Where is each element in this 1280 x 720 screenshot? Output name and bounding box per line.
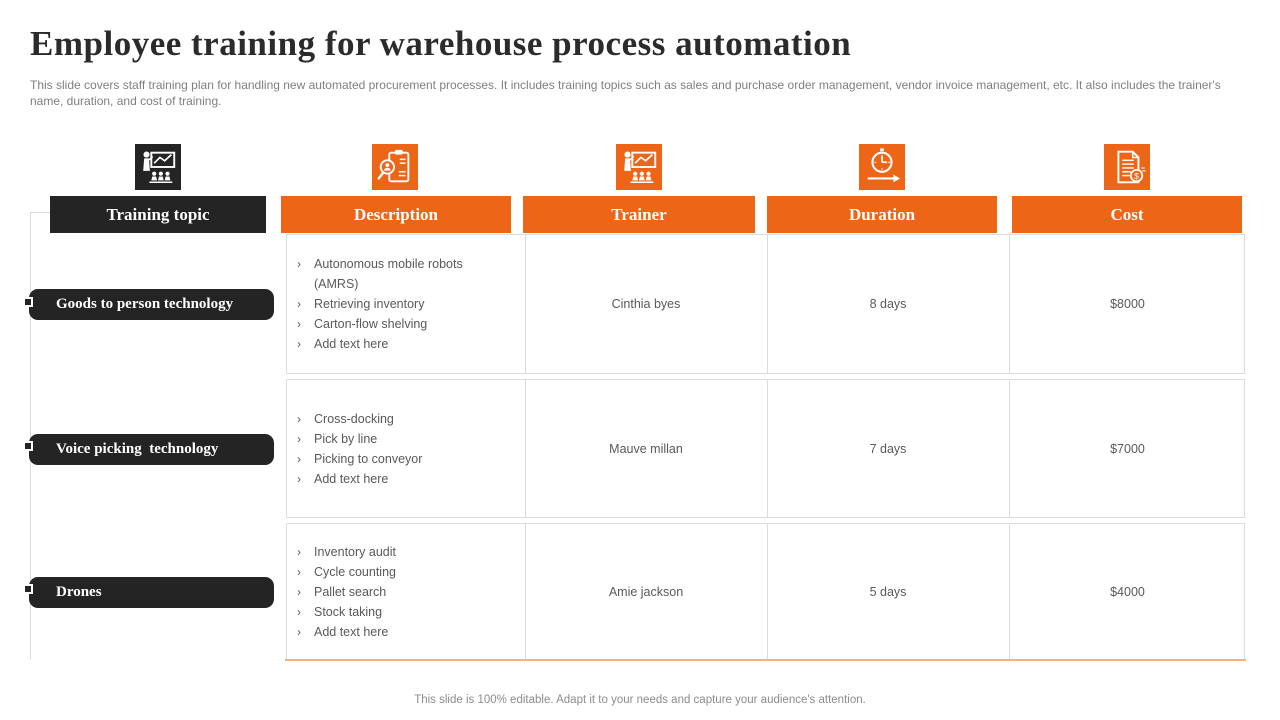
- description-bullet: › Cycle counting: [297, 562, 396, 582]
- trainer-cell: Mauve millan: [609, 441, 683, 456]
- topic-pill-label: Goods to person technology: [56, 296, 234, 312]
- slide-subtitle: This slide covers staff training plan fo…: [30, 78, 1221, 108]
- description-bullet: › Inventory audit: [297, 542, 396, 562]
- description-text: Add text here: [314, 624, 389, 639]
- column-divider: [767, 380, 768, 517]
- topic-pill-label: Drones: [56, 583, 102, 600]
- description-bullet: › Add text here: [297, 622, 388, 642]
- column-divider: [1009, 524, 1010, 659]
- presentation-training-icon: [135, 144, 181, 190]
- column-divider: [767, 235, 768, 373]
- column-header-training-topic: Training topic: [50, 196, 266, 233]
- chevron-bullet-icon: ›: [297, 297, 301, 311]
- column-header-cost: Cost: [1012, 196, 1242, 233]
- description-bullet: › Pick by line: [297, 429, 377, 449]
- svg-text:$: $: [1134, 171, 1139, 181]
- description-text: Cycle counting: [314, 564, 396, 579]
- column-header-label: Trainer: [611, 204, 667, 224]
- description-bullet: › Autonomous mobile robots (AMRS): [297, 254, 486, 294]
- description-bullet: › Add text here: [297, 469, 388, 489]
- square-bullet-icon: [23, 441, 33, 451]
- description-bullet: › Retrieving inventory: [297, 294, 424, 314]
- slide-footer-note: This slide is 100% editable. Adapt it to…: [414, 694, 866, 706]
- column-header-label: Duration: [848, 204, 916, 224]
- column-divider: [1009, 235, 1010, 373]
- clock-duration-icon: [859, 144, 905, 190]
- table-row-box: › Inventory audit › Cycle counting › Pallet s…: [286, 523, 1245, 660]
- chevron-bullet-icon: ›: [297, 471, 301, 486]
- description-bullet: › Add text here: [297, 334, 388, 354]
- chevron-bullet-icon: ›: [297, 257, 301, 271]
- column-divider: [525, 524, 526, 659]
- description-text: Autonomous mobile robots (AMRS): [314, 257, 463, 291]
- topic-connector-line: [30, 212, 50, 213]
- description-text: Inventory audit: [314, 544, 396, 559]
- chevron-bullet-icon: ›: [297, 451, 301, 466]
- description-text: Picking to conveyor: [314, 451, 423, 466]
- column-header-label: Cost: [1110, 204, 1144, 224]
- column-header-duration: Duration: [767, 196, 997, 233]
- chevron-bullet-icon: ›: [297, 337, 301, 351]
- square-bullet-icon: [23, 296, 33, 307]
- clipboard-search-icon: [372, 144, 418, 190]
- table-row-box: › Autonomous mobile robots (AMRS) › Retriev…: [286, 234, 1245, 374]
- column-divider: [525, 235, 526, 373]
- trainer-cell: Amie jackson: [608, 584, 684, 599]
- chevron-bullet-icon: ›: [297, 431, 301, 446]
- column-header-description: Description: [281, 196, 511, 233]
- cost-cell: $8000: [1110, 297, 1145, 311]
- chevron-bullet-icon: ›: [297, 411, 301, 426]
- description-text: Add text here: [314, 337, 389, 351]
- description-text: Pallet search: [314, 584, 387, 599]
- page-title: Employee training for warehouse process …: [30, 24, 852, 63]
- table-row: › Cross-docking › Pick by line › Picking to c…: [0, 379, 1280, 518]
- description-bullet: › Carton-flow shelving: [297, 314, 427, 334]
- chevron-bullet-icon: ›: [297, 624, 301, 639]
- description-bullet: › Stock taking: [297, 602, 382, 622]
- description-text: Retrieving inventory: [314, 297, 425, 311]
- column-divider: [767, 524, 768, 659]
- description-bullet: › Picking to conveyor: [297, 449, 422, 469]
- invoice-cost-icon: $: [1104, 144, 1150, 190]
- cost-cell: $4000: [1110, 584, 1145, 599]
- chevron-bullet-icon: ›: [297, 604, 301, 619]
- description-list: › Autonomous mobile robots (AMRS) › Retriev…: [287, 235, 525, 373]
- column-header-trainer: Trainer: [523, 196, 755, 233]
- column-divider: [525, 380, 526, 517]
- chevron-bullet-icon: ›: [297, 564, 301, 579]
- chevron-bullet-icon: ›: [297, 584, 301, 599]
- column-divider: [1009, 380, 1010, 517]
- column-header-label: Training topic: [106, 204, 210, 224]
- description-text: Cross-docking: [314, 411, 394, 426]
- duration-cell: 5 days: [869, 584, 907, 599]
- topic-pill-label: Voice picking technology: [56, 440, 219, 457]
- description-bullet: › Cross-docking: [297, 409, 394, 429]
- square-bullet-icon: [23, 584, 33, 594]
- description-text: Pick by line: [314, 431, 378, 446]
- description-text: Stock taking: [314, 604, 383, 619]
- column-header-label: Description: [353, 204, 439, 224]
- description-bullet: › Pallet search: [297, 582, 386, 602]
- description-list: › Cross-docking › Pick by line › Picking to c…: [287, 380, 525, 517]
- table-bottom-accent-line: [285, 659, 1246, 661]
- table-row: › Inventory audit › Cycle counting › Pallet s…: [0, 523, 1280, 660]
- table-row: › Autonomous mobile robots (AMRS) › Retriev…: [0, 234, 1280, 374]
- chevron-bullet-icon: ›: [297, 317, 301, 331]
- cost-cell: $7000: [1110, 441, 1145, 456]
- duration-cell: 7 days: [869, 441, 907, 456]
- table-row-box: › Cross-docking › Pick by line › Picking to c…: [286, 379, 1245, 518]
- duration-cell: 8 days: [869, 297, 907, 311]
- topic-pill: Drones: [23, 576, 274, 608]
- trainer-cell: Cinthia byes: [611, 297, 681, 311]
- description-text: Add text here: [314, 471, 389, 486]
- description-text: Carton-flow shelving: [314, 317, 428, 331]
- chevron-bullet-icon: ›: [297, 544, 301, 559]
- topic-pill: Voice picking technology: [23, 433, 274, 465]
- presentation-trainer-icon: [616, 144, 662, 190]
- description-list: › Inventory audit › Cycle counting › Pallet s…: [287, 524, 525, 659]
- topic-pill: Goods to person technology: [23, 289, 274, 320]
